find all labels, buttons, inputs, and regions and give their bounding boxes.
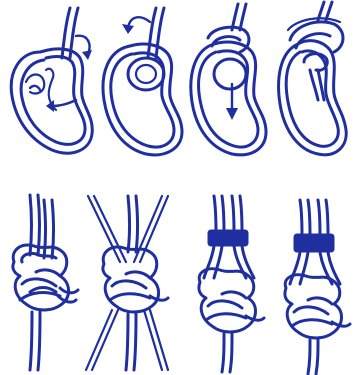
step-5-panel xyxy=(13,195,78,370)
rope-loop-complete-icon xyxy=(279,2,347,155)
knot-whipped-icon xyxy=(199,196,264,372)
rope-loop-down-arrow-icon xyxy=(191,4,266,155)
step-1-panel xyxy=(11,8,92,153)
knot-tightened-icon xyxy=(86,196,168,370)
whipping-band xyxy=(208,230,248,246)
knot-tied-icon xyxy=(13,195,78,370)
whipping-band xyxy=(294,234,334,252)
step-8-panel xyxy=(285,200,350,374)
step-7-panel xyxy=(199,196,264,372)
knot-whipped-final-icon xyxy=(285,200,350,374)
step-2-panel xyxy=(103,8,182,155)
step-6-panel xyxy=(86,196,168,370)
step-3-panel xyxy=(191,4,266,155)
step-4-panel xyxy=(279,2,347,155)
rope-loop-with-arrows-icon xyxy=(11,8,92,153)
rope-loop-through-icon xyxy=(103,8,182,155)
